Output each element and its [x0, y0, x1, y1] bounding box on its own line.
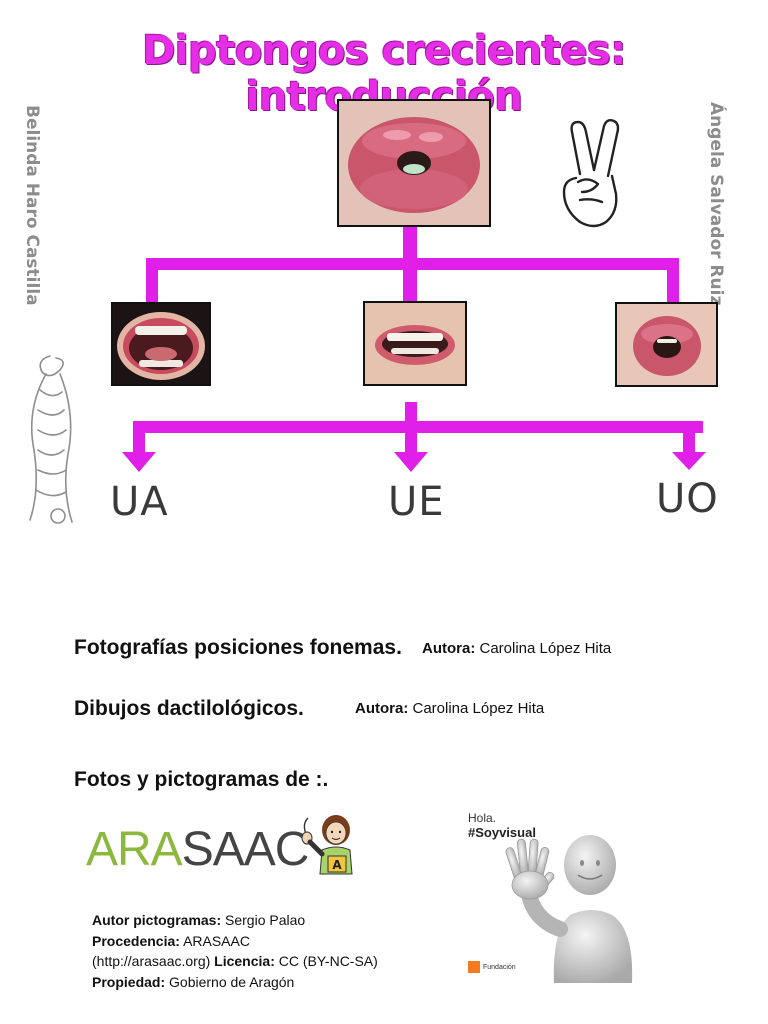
soyvisual-hashtag: #Soyvisual	[468, 825, 536, 840]
soyvisual-hola: Hola.	[468, 811, 497, 825]
mouth-a-photo	[111, 302, 211, 386]
arasaac-logo-gray: SAAC	[181, 823, 310, 876]
arasaac-kid-icon: A	[301, 815, 353, 875]
mouth-a-icon	[113, 304, 209, 384]
arasaac-value: ARASAAC	[183, 932, 250, 949]
credit-author-name: Carolina López Hita	[479, 640, 612, 657]
credit-heading-drawings: Dibujos dactilológicos.	[74, 697, 304, 720]
arasaac-value: CC (BY-NC-SA)	[278, 953, 378, 969]
credit-author-label: Autora:	[355, 700, 409, 717]
arasaac-line-owner: Propiedad: Gobierno de Aragón	[92, 972, 378, 993]
arasaac-label: Autor pictogramas:	[92, 912, 222, 928]
arasaac-line-author: Autor pictogramas: Sergio Palao	[92, 910, 378, 931]
arasaac-logo: ARASAAC	[86, 823, 310, 876]
mouth-e-icon	[365, 303, 465, 384]
vowel-uo: UO	[656, 476, 719, 522]
orange-square-icon	[468, 961, 480, 973]
credit-author-drawings: Autora: Carolina López Hita	[355, 700, 544, 717]
arasaac-url: (http://arasaac.org)	[92, 953, 211, 969]
arasaac-logo-green: ARA	[86, 823, 183, 876]
arasaac-value: Sergio Palao	[225, 912, 306, 928]
peace-hand-icon	[562, 118, 620, 228]
vowel-ua: UA	[110, 479, 169, 525]
soyvisual-card: Hola. #Soyvisual Fundación	[462, 805, 652, 983]
soyvisual-foundation-label: Fundación	[483, 963, 516, 971]
vowel-ue: UE	[388, 479, 445, 525]
arasaac-badge-letter: A	[332, 858, 342, 872]
waving-figure-icon	[505, 835, 633, 983]
credit-heading-photos: Fotografías posiciones fonemas.	[74, 636, 402, 659]
arasaac-label: Licencia:	[214, 953, 275, 969]
soyvisual-foundation: Fundación	[468, 961, 516, 973]
credit-author-photos: Autora: Carolina López Hita	[422, 640, 611, 657]
signature-logo	[29, 355, 73, 524]
arasaac-value: Gobierno de Aragón	[169, 973, 295, 990]
photos-heading: Fotos y pictogramas de :.	[74, 768, 329, 791]
arrow-down-icon	[672, 452, 706, 470]
mouth-e-photo	[363, 301, 467, 386]
arasaac-line-source: Procedencia: ARASAAC	[92, 931, 378, 952]
mouth-u-photo	[337, 99, 491, 227]
arasaac-label: Propiedad:	[92, 973, 166, 990]
arasaac-line-license: (http://arasaac.org) Licencia: CC (BY-NC…	[92, 951, 378, 972]
arrow-down-icon	[394, 452, 428, 472]
arasaac-info: Autor pictogramas: Sergio Palao Proceden…	[92, 910, 378, 992]
credit-author-name: Carolina López Hita	[412, 700, 545, 717]
mouth-u-icon	[339, 101, 489, 225]
mouth-o-photo	[615, 302, 718, 387]
credit-author-label: Autora:	[422, 640, 476, 657]
arrow-down-icon	[122, 452, 156, 472]
mouth-o-icon	[617, 304, 716, 385]
page-title: Diptongos crecientes: introducción	[142, 28, 626, 120]
arasaac-label: Procedencia:	[92, 932, 180, 949]
